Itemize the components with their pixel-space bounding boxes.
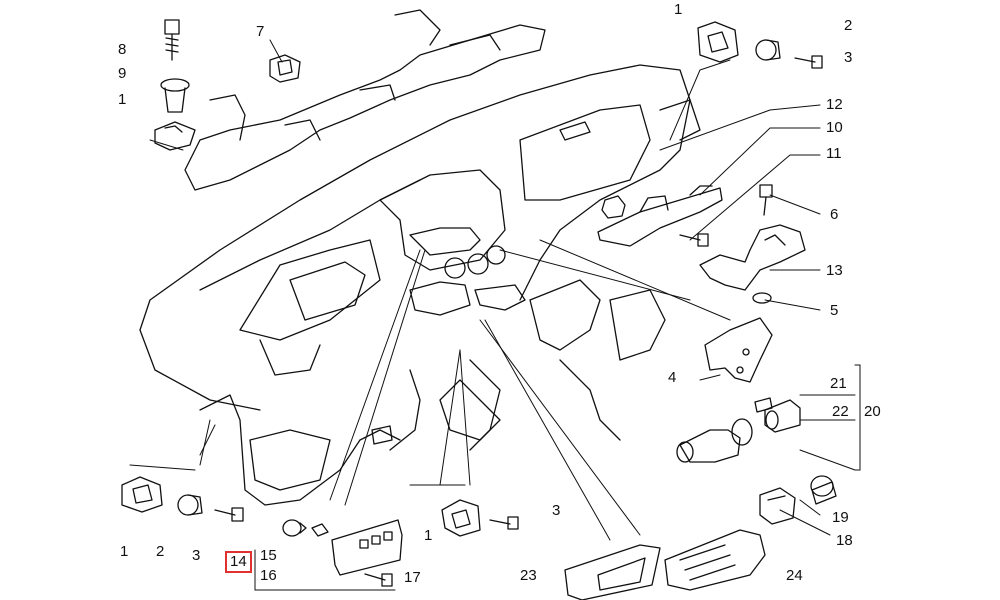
- label-part-18: 18: [836, 532, 853, 549]
- label-part-15: 15: [260, 547, 277, 564]
- screw-part-6: [760, 185, 772, 215]
- dashboard: [140, 65, 700, 505]
- label-part-20: 20: [864, 403, 881, 420]
- washer-part-5: [753, 293, 771, 303]
- screw-part-17: [365, 574, 392, 586]
- label-part-16: 16: [260, 567, 277, 584]
- screw-part-3-mid: [490, 517, 518, 529]
- socket-part-18: [760, 488, 795, 524]
- nut-part-12: [602, 196, 625, 218]
- label-part-1-top-left: 1: [118, 91, 127, 108]
- label-part-3-bottom-left: 3: [192, 547, 201, 564]
- label-part-9: 9: [118, 65, 127, 82]
- nut-part-2-bottom: [178, 495, 202, 515]
- bulb-part-19: [811, 476, 836, 504]
- label-part-1-bottom-left: 1: [120, 543, 129, 560]
- label-part-6: 6: [830, 206, 839, 223]
- label-part-3-bottom-mid: 3: [552, 502, 561, 519]
- bulb-part-16: [312, 524, 328, 536]
- cross-beam: [185, 10, 545, 190]
- label-part-24: 24: [786, 567, 803, 584]
- nut-part-9: [161, 79, 189, 112]
- label-part-17: 17: [404, 569, 421, 586]
- label-part-3-top-right: 3: [844, 49, 853, 66]
- label-part-14-highlighted: 14: [225, 551, 252, 573]
- label-part-8: 8: [118, 41, 127, 58]
- screw-part-3-top: [795, 56, 822, 68]
- label-part-12: 12: [826, 96, 843, 113]
- label-part-2-bottom-left: 2: [156, 543, 165, 560]
- clip-part-1-top: [155, 122, 195, 150]
- nut-part-2: [756, 40, 780, 60]
- label-part-7: 7: [256, 23, 265, 40]
- label-part-4: 4: [668, 369, 677, 386]
- label-part-1-bottom-mid: 1: [424, 527, 433, 544]
- label-part-5: 5: [830, 302, 839, 319]
- label-part-10: 10: [826, 119, 843, 136]
- lighter-part-21: [755, 398, 772, 412]
- switch-panel: [332, 520, 402, 575]
- bracket-part-13: [700, 225, 805, 290]
- label-part-21: 21: [830, 375, 847, 392]
- bulb-holder-part-15: [283, 520, 306, 536]
- label-part-11: 11: [826, 145, 842, 162]
- screw-part-3-bottom: [215, 508, 243, 521]
- screw-part-11: [680, 234, 708, 246]
- label-part-13: 13: [826, 262, 843, 279]
- label-part-2-top-right: 2: [844, 17, 853, 34]
- bracket-part-10: [598, 186, 722, 246]
- leader-lines: [130, 40, 860, 590]
- label-part-1-top-right: 1: [674, 1, 683, 18]
- label-part-19: 19: [832, 509, 849, 526]
- label-part-22: 22: [832, 403, 849, 420]
- lighter-socket-part-22: [765, 400, 800, 432]
- label-part-23: 23: [520, 567, 537, 584]
- bracket-part-4: [705, 318, 772, 382]
- clip-part-1-bottom: [122, 477, 162, 512]
- clip-part-7: [270, 55, 300, 82]
- lighter-body-part-20: [677, 419, 752, 462]
- screw-part-8: [165, 20, 179, 60]
- vent-part-23: [565, 545, 660, 600]
- clip-part-1-mid: [442, 500, 480, 536]
- clip-part-1-top-right: [698, 22, 738, 62]
- vent-part-24: [665, 530, 765, 590]
